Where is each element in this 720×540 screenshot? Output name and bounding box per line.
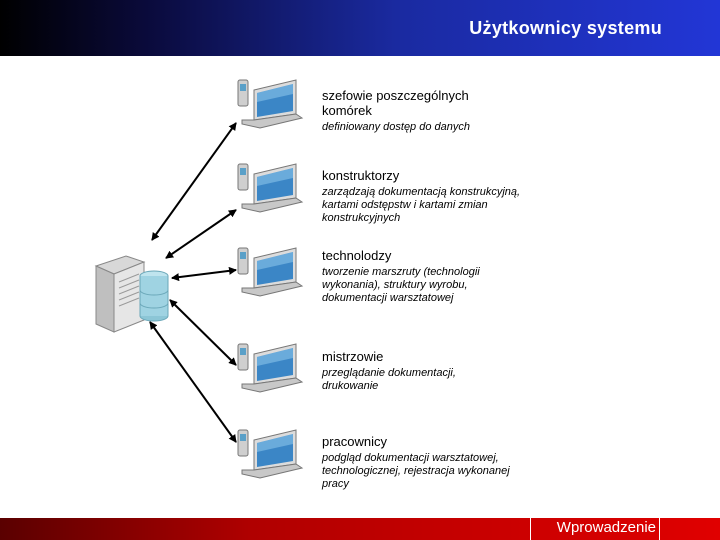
group-mistrzowie: mistrzowie przeglądanie dokumentacji, dr… [322,349,482,393]
arrow-to-pracownicy [149,321,237,443]
arrow-to-szefowie [151,122,237,241]
group-title: mistrzowie [322,349,384,364]
group-description: definiowany dostęp do danych [322,121,470,133]
group-szefowie: szefowie poszczególnych komórek definiow… [322,88,512,134]
arrow-to-konstruktorzy [165,209,237,259]
footer-label-frame [530,517,660,540]
laptop-phone-icon [236,160,304,218]
group-description: tworzenie marszruty (technologii wykonan… [322,266,480,304]
laptop-phone-icon [236,244,304,302]
group-title: szefowie poszczególnych komórek [322,88,469,118]
footer-section-label: Wprowadzenie [556,519,656,536]
group-title: konstruktorzy [322,168,400,183]
arrow-to-mistrzowie [169,299,237,366]
server-icon [92,252,172,334]
group-title: pracownicy [322,434,388,449]
laptop-phone-icon [236,76,304,134]
header-bar: Użytkownicy systemu [0,0,720,56]
group-title: technolodzy [322,248,392,263]
group-description: zarządzają dokumentacją konstrukcyjną, k… [322,186,521,224]
footer-bar: Wprowadzenie [0,518,720,540]
laptop-phone-icon [236,340,304,398]
group-konstruktorzy: konstruktorzy zarządzają dokumentacją ko… [322,168,557,225]
group-pracownicy: pracownicy podgląd dokumentacji warsztat… [322,434,527,491]
group-description: przeglądanie dokumentacji, drukowanie [322,367,456,392]
laptop-phone-icon [236,426,304,484]
arrow-to-technolodzy [171,266,237,282]
group-technolodzy: technolodzy tworzenie marszruty (technol… [322,248,507,305]
group-description: podgląd dokumentacji warsztatowej, techn… [322,452,510,490]
page-title: Użytkownicy systemu [469,18,662,38]
